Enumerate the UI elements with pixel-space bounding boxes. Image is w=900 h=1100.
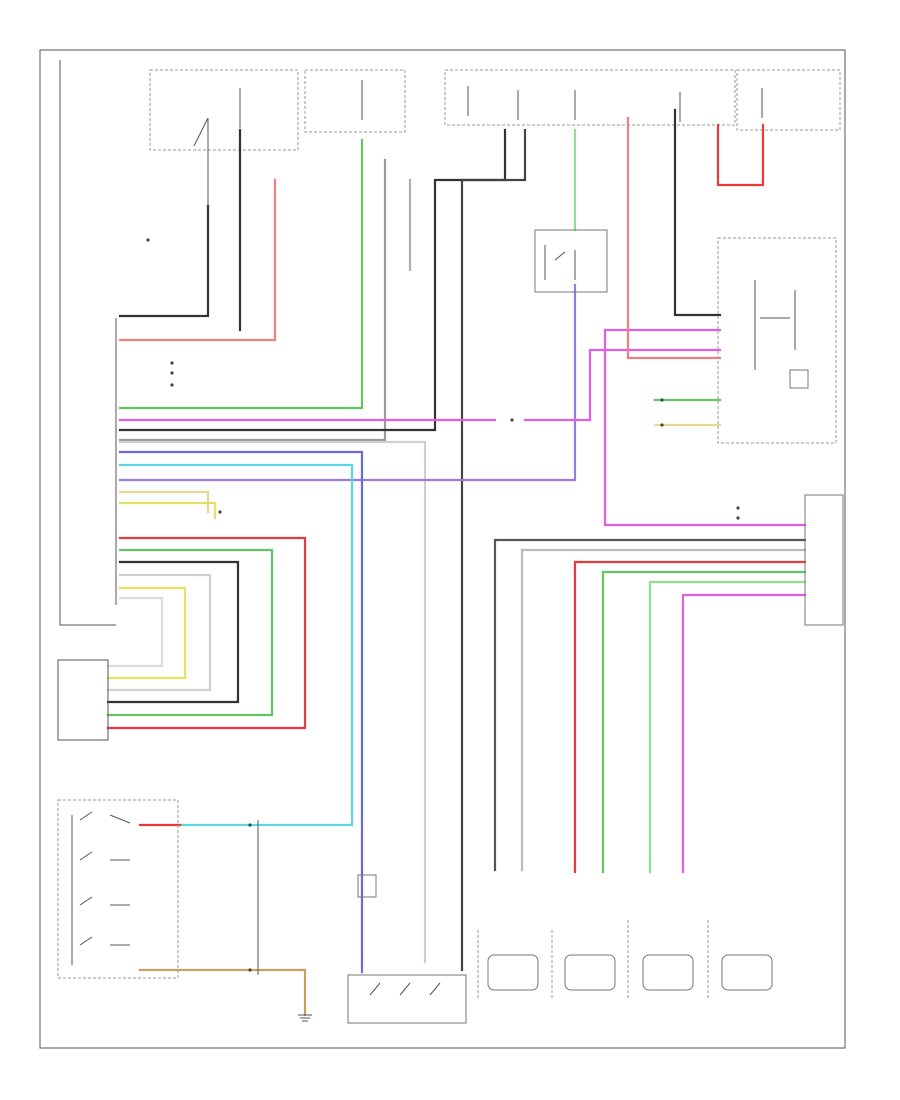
cruise-switch-contacts	[71, 811, 131, 965]
sensor-shields	[477, 920, 709, 1000]
stop-relay	[357, 874, 377, 898]
fuse-symbols	[239, 80, 763, 128]
sensor-fl-box	[487, 954, 539, 991]
wire-black-meter	[673, 108, 722, 317]
ground-symbol	[298, 1014, 312, 1022]
wire-cyan-cruise	[118, 463, 354, 827]
combination-meter-box	[717, 237, 837, 444]
wire-beige-1	[118, 490, 210, 514]
yaw-sensor-center	[534, 229, 608, 293]
wire-red-sensor	[106, 536, 307, 730]
wire-pink-meter	[626, 116, 722, 360]
wire-green-stop	[118, 138, 364, 410]
wire-gray	[118, 158, 387, 442]
sensor-rl-box	[642, 954, 694, 991]
yaw-sensor-outline	[57, 659, 109, 741]
stop-lamp-switch-box	[347, 974, 467, 1024]
wire-yellow-1	[118, 501, 217, 520]
diagram-frame	[39, 49, 846, 1049]
cruise-switch-box	[57, 799, 179, 979]
wire-white2-sensor	[106, 596, 164, 668]
fuse-box-left	[149, 69, 299, 151]
wire-violet-yaw	[118, 283, 577, 482]
wire-white-fl	[520, 548, 807, 872]
wires	[106, 108, 807, 1017]
skid-actuator-box	[804, 494, 844, 626]
wire-blue-stop	[118, 450, 364, 974]
fuse-box-center-left	[304, 69, 406, 133]
fuse-box-right	[736, 69, 841, 131]
wire-magenta-rr	[681, 593, 807, 874]
wire-yellow-sensor	[106, 586, 187, 680]
sensor-fr-box	[564, 954, 616, 991]
wire-black-stop-switch	[460, 128, 527, 972]
wire-red-loop	[716, 123, 765, 187]
wire-pink-batt	[118, 178, 277, 342]
wire-green-sensor	[106, 548, 274, 717]
fuse-box-center	[444, 69, 736, 126]
wire-red-fr	[573, 560, 807, 874]
wire-green-fr	[601, 570, 807, 874]
meter-internals	[754, 280, 796, 370]
fuse-area	[149, 69, 841, 206]
meter-relay	[789, 369, 809, 389]
wire-lightgreen-rl	[648, 580, 807, 874]
components	[57, 60, 844, 1024]
stop-lamp-switch-contacts	[369, 982, 441, 996]
connector-dots	[146, 238, 740, 972]
wire-magenta-meter2	[588, 348, 722, 422]
wire-black-sensor	[106, 560, 240, 704]
ecm-outline	[59, 60, 117, 626]
yaw-sensor-center-detail	[544, 245, 576, 280]
wire-black-fl	[493, 538, 807, 872]
sensor-rr-box	[721, 954, 773, 991]
wire-black-center	[118, 128, 507, 432]
ignition-switch-contact	[193, 117, 209, 206]
wire-white-stop	[118, 440, 427, 964]
wire-white-sensor	[106, 573, 212, 692]
wire-black-ig	[118, 204, 210, 318]
wire-magenta-meter	[603, 328, 722, 527]
wire-brown-ground	[138, 968, 307, 1017]
